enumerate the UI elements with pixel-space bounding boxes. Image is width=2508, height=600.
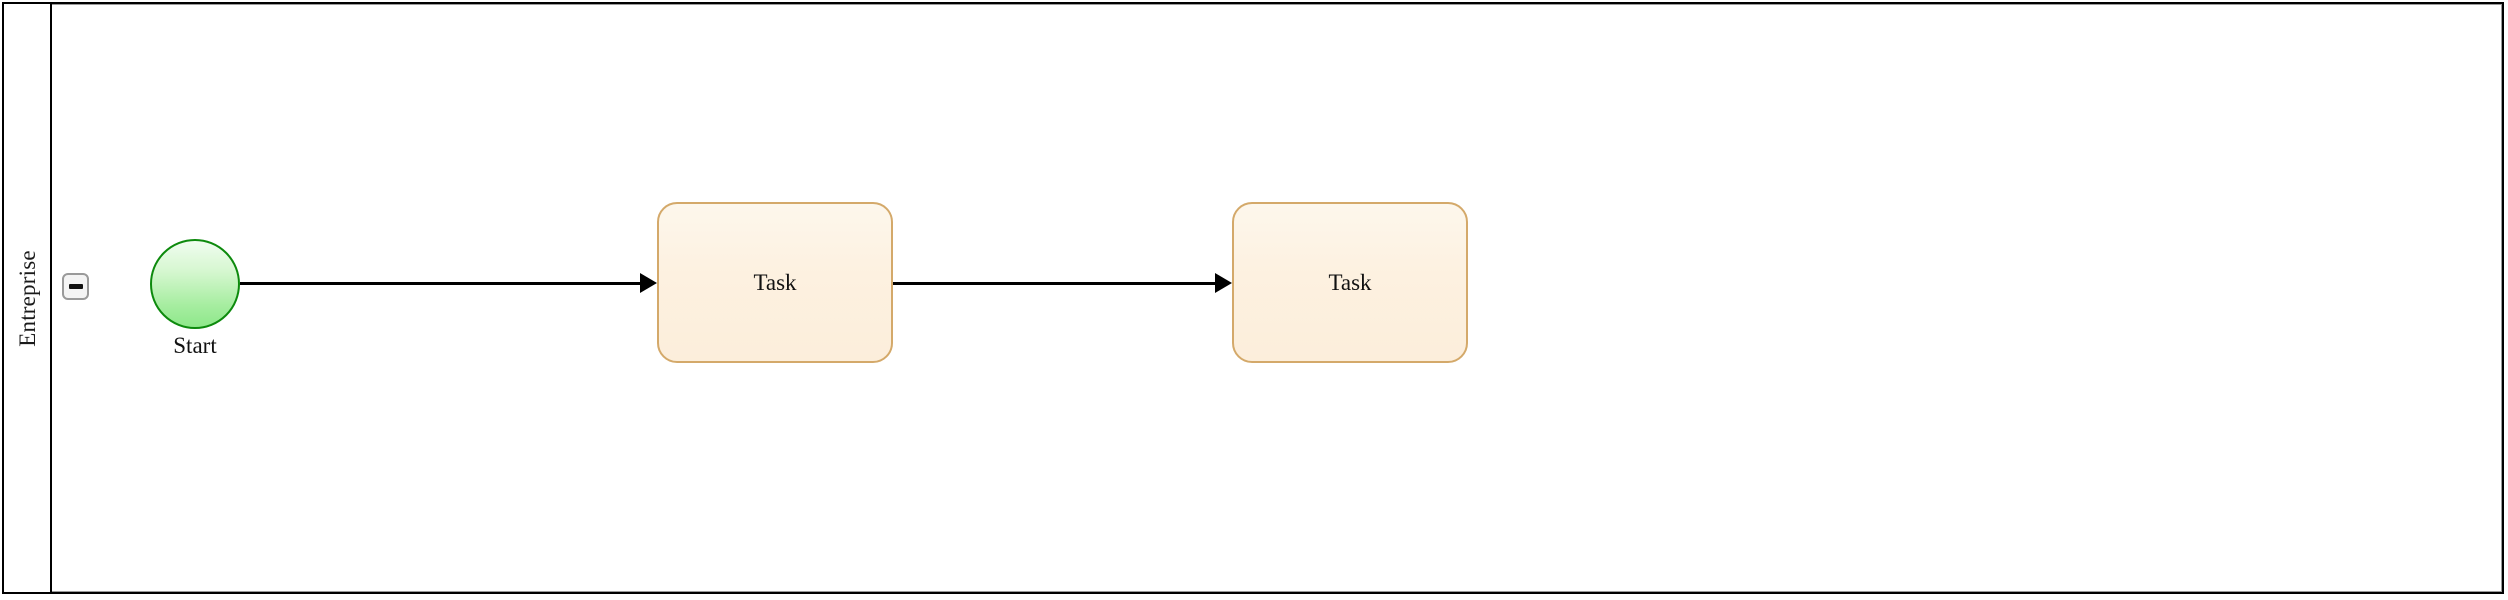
pool-name-label: Entreprise [14,249,40,347]
start-event-circle[interactable] [150,239,240,329]
task-node-1[interactable]: Task [657,202,893,363]
pool-collapse-button[interactable] [62,273,89,300]
task-node-2[interactable]: Task [1232,202,1468,363]
start-event-label: Start [173,333,217,358]
pool-header[interactable]: Entreprise [4,4,52,592]
task-node-1-label: Task [753,269,797,295]
task-node-2-label: Task [1328,269,1372,295]
lane-body: Start Task Task [52,4,2502,592]
sequence-flow-start-to-task1[interactable] [240,282,640,285]
start-event[interactable]: Start [150,239,240,358]
sequence-flow-task1-to-task2[interactable] [893,282,1215,285]
minus-icon [68,284,83,289]
arrowhead-icon [1215,273,1232,293]
arrowhead-icon [640,273,657,293]
